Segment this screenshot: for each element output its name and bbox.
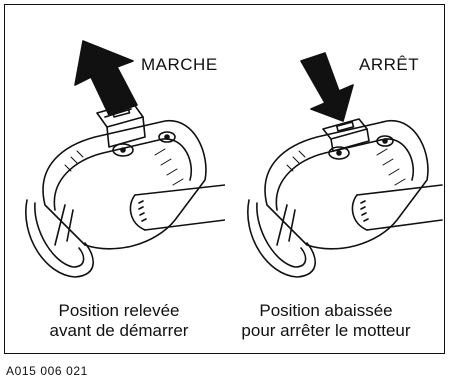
down-arrow-icon: [301, 53, 353, 121]
right-handle-illustration: [5, 5, 446, 295]
right-caption-line2: pour arrêter le motteur: [213, 321, 439, 341]
right-caption-line1: Position abaissée: [213, 301, 439, 321]
left-caption-line2: avant de démarrer: [19, 321, 219, 341]
right-caption: Position abaissée pour arrêter le motteu…: [213, 301, 439, 341]
left-caption-line1: Position relevée: [19, 301, 219, 321]
marche-label: MARCHE: [141, 55, 218, 75]
figure-reference: A015 006 021: [6, 364, 88, 378]
arret-label: ARRÊT: [359, 55, 419, 75]
figure-frame: MARCHE ARRÊT Position relevée avant de d…: [4, 4, 445, 354]
left-caption: Position relevée avant de démarrer: [19, 301, 219, 341]
